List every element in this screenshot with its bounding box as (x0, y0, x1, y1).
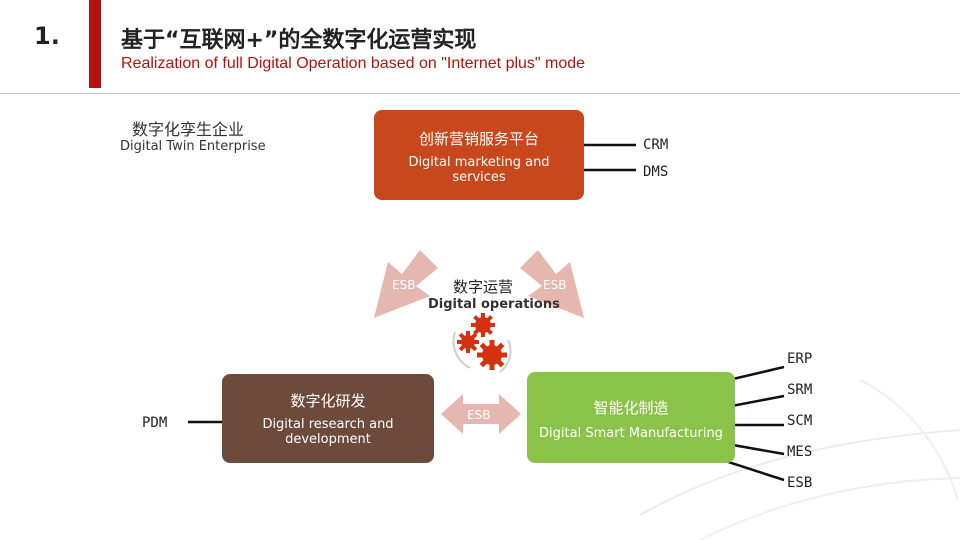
manufacturing-en: Digital Smart Manufacturing (539, 426, 723, 441)
rd-cn: 数字化研发 (290, 392, 366, 410)
operations-cn: 数字运营 (453, 278, 514, 296)
marketing-en: Digital marketing and services (408, 155, 550, 185)
system-scm: SCM (787, 413, 813, 429)
rd-box: 数字化研发 Digital research and development (222, 374, 434, 463)
marketing-cn: 创新营销服务平台 (418, 130, 539, 148)
system-srm: SRM (787, 382, 813, 398)
slide-subtitle: Realization of full Digital Operation ba… (121, 55, 586, 72)
system-dms: DMS (643, 164, 669, 180)
system-crm: CRM (643, 137, 669, 153)
gear-icon (452, 313, 512, 373)
esb-label-bottom: ESB (467, 408, 491, 422)
esb-arrow-bottom (441, 394, 521, 434)
sketch-line (639, 429, 960, 516)
system-erp: ERP (787, 351, 813, 367)
rd-en: Digital research and development (262, 417, 394, 447)
system-mes: MES (787, 444, 813, 460)
section-number: 1. (34, 22, 60, 50)
sketch-line (699, 477, 960, 540)
twin-enterprise-en: Digital Twin Enterprise (120, 139, 266, 154)
sketch-line (859, 379, 959, 501)
esb-arrow-right (520, 250, 584, 318)
system-esb: ESB (787, 475, 813, 491)
header-divider (0, 93, 960, 94)
slide-title: 基于“互联网+”的全数字化运营实现 (121, 28, 477, 53)
marketing-connectors (582, 143, 636, 172)
esb-label-left: ESB (392, 278, 416, 292)
esb-label-right: ESB (543, 278, 567, 292)
system-pdm: PDM (142, 415, 168, 431)
manufacturing-cn: 智能化制造 (593, 399, 669, 417)
manufacturing-box: 智能化制造 Digital Smart Manufacturing (527, 372, 735, 463)
operations-en: Digital operations (428, 297, 560, 312)
marketing-platform-box: 创新营销服务平台 Digital marketing and services (374, 110, 584, 200)
esb-arrow-left (374, 250, 438, 318)
accent-bar (89, 0, 101, 88)
twin-enterprise-cn: 数字化孪生企业 (132, 120, 245, 139)
